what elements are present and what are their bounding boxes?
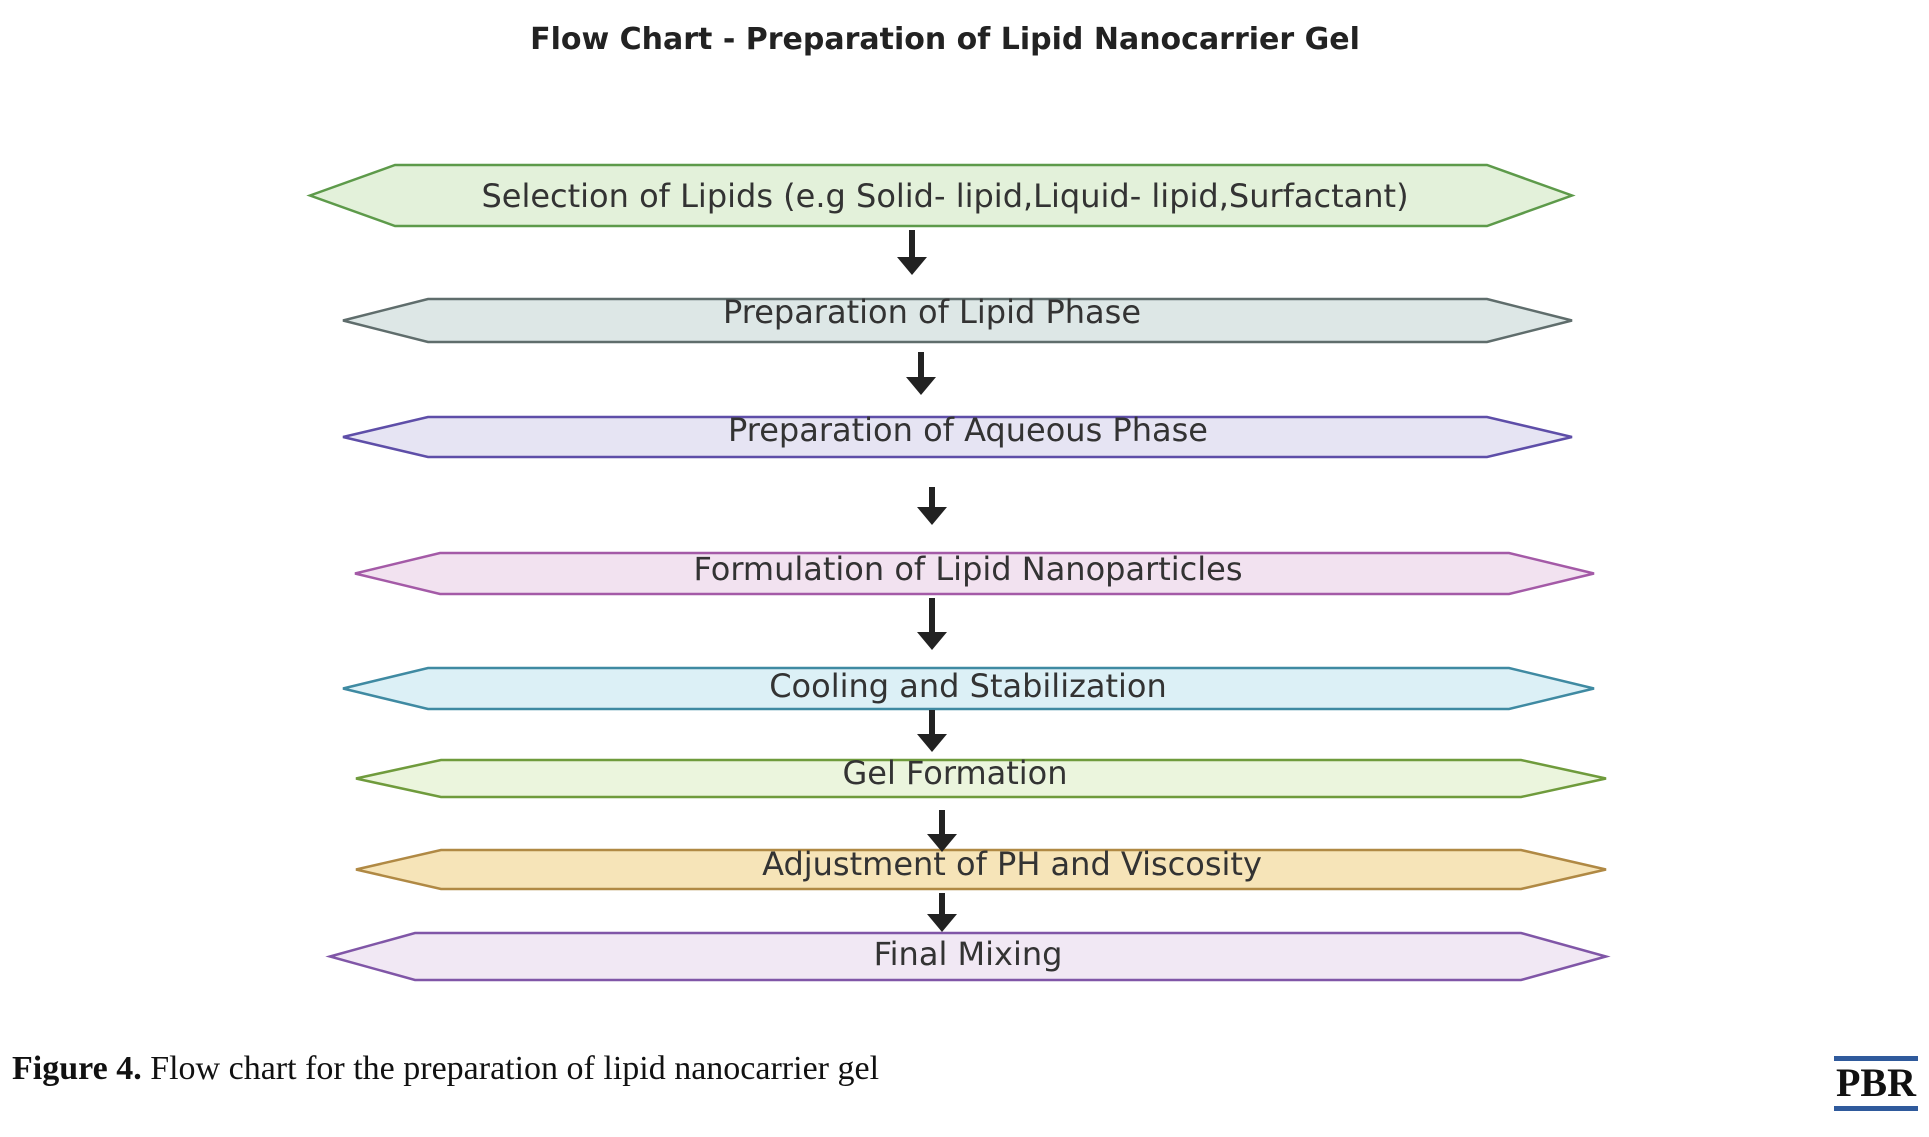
down-arrow-icon	[917, 487, 947, 525]
arrow-head	[917, 734, 947, 752]
figure-caption: Figure 4. Flow chart for the preparation…	[12, 1050, 879, 1088]
arrow-head	[927, 914, 957, 932]
flow-step-label: Preparation of Lipid Phase	[723, 293, 1141, 331]
down-arrow-icon	[897, 230, 927, 275]
logo-bar-top	[1834, 1056, 1918, 1061]
arrow-head	[917, 632, 947, 650]
flow-step-shape	[354, 551, 1595, 596]
flow-step-shape	[355, 848, 1607, 891]
down-arrow-icon	[927, 893, 957, 932]
flow-step-3: Preparation of Aqueous Phase	[342, 411, 1573, 459]
flow-step-label: Final Mixing	[874, 935, 1063, 973]
flow-step-shape	[355, 758, 1607, 799]
flow-step-5: Cooling and Stabilization	[342, 666, 1595, 711]
flow-step-label: Gel Formation	[842, 754, 1067, 792]
down-arrow-icon	[917, 710, 947, 752]
logo-bar-bottom	[1834, 1106, 1918, 1111]
flow-step-shape	[325, 931, 1611, 982]
flow-step-shape	[342, 415, 1573, 459]
arrow-head	[917, 507, 947, 525]
caption-prefix: Figure 4.	[12, 1050, 142, 1087]
logo-text: PBR	[1836, 1060, 1916, 1105]
flow-step-label: Formulation of Lipid Nanoparticles	[693, 550, 1242, 588]
flow-step-8: Final Mixing	[325, 931, 1611, 982]
flow-step-1: Selection of Lipids (e.g Solid- lipid,Li…	[306, 163, 1576, 228]
flow-step-2: Preparation of Lipid Phase	[342, 293, 1573, 344]
down-arrow-icon	[917, 598, 947, 650]
flow-step-label: Cooling and Stabilization	[769, 667, 1167, 705]
flow-step-4: Formulation of Lipid Nanoparticles	[354, 550, 1595, 596]
down-arrow-icon	[927, 810, 957, 852]
page-title: Flow Chart - Preparation of Lipid Nanoca…	[530, 22, 1360, 57]
arrow-head	[906, 377, 936, 395]
arrow-head	[927, 834, 957, 852]
flow-step-shape	[342, 666, 1595, 711]
flow-step-label: Preparation of Aqueous Phase	[728, 411, 1208, 449]
flow-step-label: Adjustment of PH and Viscosity	[762, 845, 1262, 883]
arrow-head	[897, 257, 927, 275]
flow-step-shape	[342, 297, 1573, 344]
pbr-logo: PBR	[1834, 1056, 1918, 1111]
flow-step-label: Selection of Lipids (e.g Solid- lipid,Li…	[481, 177, 1408, 215]
caption-text: Flow chart for the preparation of lipid …	[141, 1050, 880, 1087]
flow-step-shape	[306, 163, 1576, 228]
down-arrow-icon	[906, 352, 936, 395]
flow-step-6: Gel Formation	[355, 754, 1607, 799]
flow-step-7: Adjustment of PH and Viscosity	[355, 845, 1607, 891]
